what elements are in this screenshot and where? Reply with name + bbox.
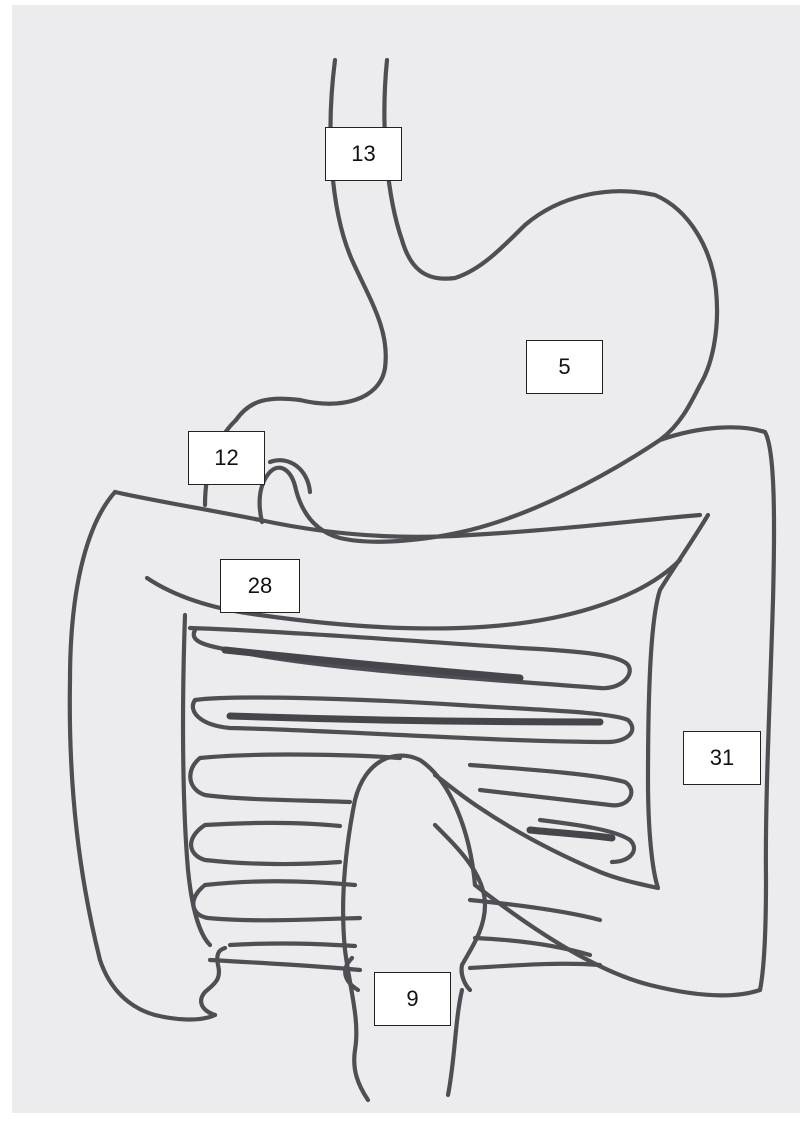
- small-intestine-loop-6: [230, 938, 590, 955]
- esophagus-left-wall: [236, 60, 386, 420]
- small-intestine-loop-5: [193, 881, 600, 920]
- label-duodenum: 12: [188, 431, 265, 485]
- esophagus-right-wall: [384, 60, 525, 279]
- small-intestine-fold-2: [230, 716, 600, 722]
- label-descending-colon: 31: [683, 731, 761, 785]
- transverse-colon-upper: [660, 427, 774, 990]
- lower-intestine-bands: [210, 960, 600, 970]
- colon-upper-left: [115, 492, 700, 537]
- label-transverse-colon: 28: [220, 559, 300, 613]
- colon-left-side: [70, 492, 215, 1020]
- small-intestine-loop-3: [190, 755, 631, 806]
- small-intestine-loop-1: [190, 628, 630, 688]
- small-intestine-fold-1: [225, 650, 520, 678]
- stomach-outline: [260, 191, 717, 541]
- sigmoid-colon-inner: [435, 825, 485, 990]
- rectum-left-wall: [345, 958, 358, 990]
- label-rectum: 9: [374, 972, 451, 1026]
- label-esophagus: 13: [325, 127, 402, 181]
- label-stomach: 5: [526, 340, 603, 394]
- colon-left-tail: [201, 948, 225, 1015]
